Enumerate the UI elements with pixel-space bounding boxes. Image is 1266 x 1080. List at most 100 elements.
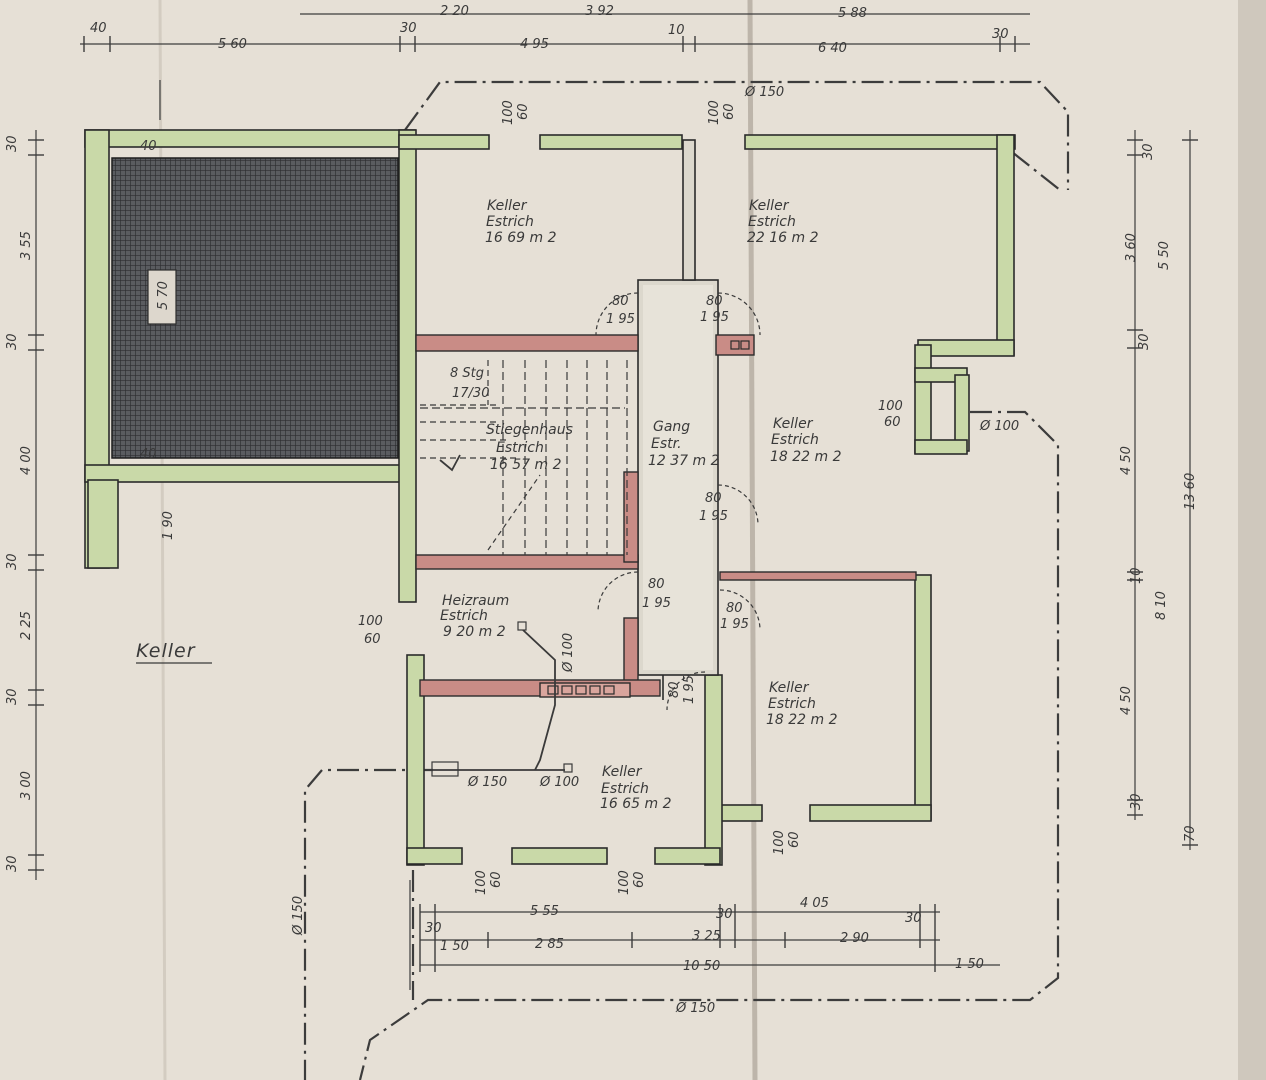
dimension-label: 40 [90,21,107,36]
opening-label: 100 [878,399,903,414]
room-label: Keller Estrich 16 69 m 2 [485,198,557,246]
room-label: Keller Estrich 18 22 m 2 [770,416,842,465]
dimension-label: 40 [140,139,157,154]
dimension-label: 3 00 [19,771,34,800]
opening-label: 60 [516,103,531,120]
room-area: 22 16 m 2 [747,230,819,246]
opening-label: 60 [884,415,901,430]
bottom-dimensions: 5 55 4 05 30 30 30 1 50 2 85 3 25 2 90 1… [425,896,984,974]
door-label: 80 [706,294,723,309]
door-label: 80 [705,491,722,506]
dimension-label: 30 [1137,333,1152,350]
dimension-label: 30 [1141,143,1156,160]
dimension-label: 8 10 [1154,591,1169,620]
pipe-label: Ø 150 [744,85,784,100]
dimension-label: 4 50 [1119,686,1134,715]
opening-label: 60 [489,871,504,888]
room-floor: Estrich [496,440,544,456]
dimension-label: 4 50 [1119,446,1134,475]
opening-label: 100 [501,100,516,125]
room-area: 16 65 m 2 [600,796,672,812]
chimney [547,340,750,695]
dimension-lines [35,13,1191,990]
dimension-label: 5 60 [218,37,247,52]
drain-pipes [430,621,573,777]
dimension-label: 10 [1129,567,1144,584]
opening-label: 60 [364,632,381,647]
room-floor: Estrich [440,608,488,624]
room-name: Keller [487,198,528,214]
dimension-label: 3 25 [692,929,721,944]
right-dimensions: 30 3 60 5 50 30 4 50 13 60 10 8 10 4 50 … [1119,143,1198,842]
room-label: Gang Estr. 12 37 m 2 [648,419,720,469]
room-name: Keller [773,416,814,432]
room-floor: Estrich [601,781,649,797]
room-floor: Estrich [771,432,819,448]
room-label: Keller Estrich 16 65 m 2 [600,764,672,812]
dimension-label: 30 [5,333,20,350]
room-area: 16 57 m 2 [490,457,562,473]
door-label: 1 95 [606,312,635,327]
door-label: 1 95 [642,596,671,611]
room-area: 9 20 m 2 [443,624,506,640]
terrace-dimension: 5 70 [156,281,171,310]
room-floor: Estrich [768,696,816,712]
dimension-label: 4 05 [800,896,829,911]
room-floor: Estrich [748,214,796,230]
door-label: 80 [612,294,629,309]
room-label: Keller Estrich 22 16 m 2 [747,198,819,246]
dimension-label: 30 [5,135,20,152]
door-labels: 80 1 95 80 1 95 80 1 95 80 1 95 80 1 95 … [606,294,749,704]
opening-label: 100 [474,870,489,895]
room-name: Keller [749,198,790,214]
dimension-label: 13 60 [1183,473,1198,510]
door-label: 80 [667,681,682,698]
pipe-label: Ø 100 [539,775,579,790]
room-floor: Estr. [651,436,682,452]
window-openings: 100 60 100 60 100 60 100 60 100 60 100 6… [358,100,903,895]
dimension-label: 3 60 [1124,233,1139,262]
pipe-label: Ø 150 [675,1001,715,1016]
dimension-label: 30 [1129,793,1144,810]
stair-steps-label: 8 Stg [450,366,484,381]
staircase [420,360,628,555]
door-label: 1 95 [682,675,697,704]
left-dimensions: 30 3 55 30 4 00 30 2 25 30 3 00 30 40 40… [5,135,176,872]
dimension-label: 3 92 [585,4,614,19]
dimension-label: 30 [425,921,442,936]
dimension-label: 30 [5,688,20,705]
terrace-label-box [147,269,177,325]
door-swings [595,292,761,711]
opening-label: 60 [632,871,647,888]
dimension-label: 5 55 [530,904,559,919]
dimension-label: 4 95 [520,37,549,52]
door-label: 1 95 [699,509,728,524]
dimension-label: 30 [905,911,922,926]
dimension-label: 10 [668,23,685,38]
dimension-label: 6 40 [818,41,847,56]
outside-keller-label: Keller [136,640,196,662]
opening-label: 60 [787,831,802,848]
pipe-labels: Ø 150 Ø 100 Ø 100 Ø 150 Ø 100 Ø 150 Ø 15… [291,85,1019,1016]
dimension-label: 10 50 [683,959,720,974]
door-label: 1 95 [700,310,729,325]
door-label: 80 [726,601,743,616]
room-area: 18 22 m 2 [770,449,842,465]
pipe-label: Ø 100 [561,633,576,673]
foundation-outline [303,80,1070,1080]
room-label: Keller Estrich 18 22 m 2 [766,680,838,728]
room-name: Heizraum [442,593,509,609]
opening-label: 100 [358,614,383,629]
dimension-label: 1 90 [161,511,176,540]
dimension-label: 30 [5,855,20,872]
door-label: 80 [648,577,665,592]
dimension-label: 4 00 [19,446,34,475]
opening-label: 60 [722,103,737,120]
room-area: 18 22 m 2 [766,712,838,728]
fold-line [747,0,758,1080]
dimension-label: 2 90 [840,931,869,946]
room-name: Keller [769,680,810,696]
opening-label: 100 [707,100,722,125]
room-name: Keller [602,764,643,780]
